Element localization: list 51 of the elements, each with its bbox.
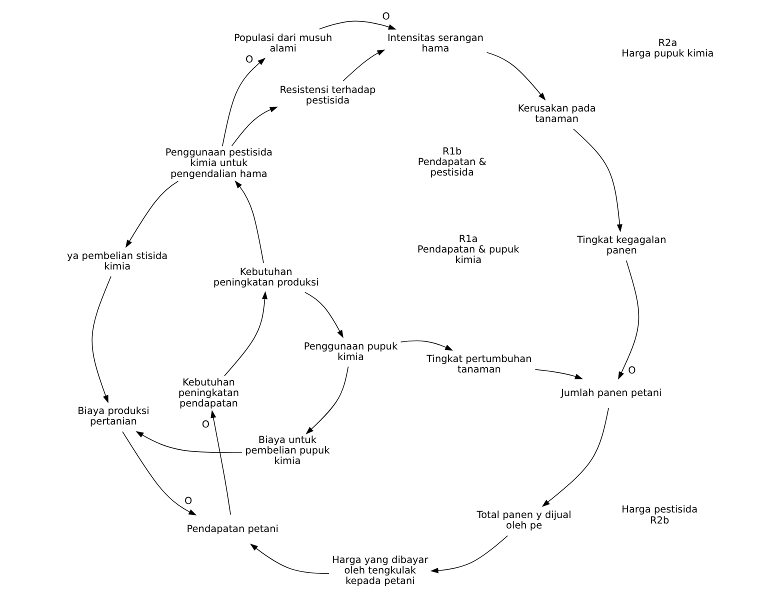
node-text: Harga yang dibayar oleh tengkulak kepada petani xyxy=(332,554,428,588)
node-text: Biaya untuk pembelian pupuk kimia xyxy=(244,435,330,468)
arrow xyxy=(305,366,348,434)
node-text: Kebutuhan peningkatan produksi xyxy=(212,266,318,288)
node-text: Biaya produksi pertanian xyxy=(77,406,149,428)
arrow xyxy=(572,128,622,232)
edge-label: O xyxy=(201,420,210,431)
node-text: Jumlah panen petani xyxy=(560,388,662,399)
arrow xyxy=(342,50,385,82)
label: R1a xyxy=(458,234,478,245)
arrow xyxy=(91,276,111,404)
node-text: Intensitas serangan hama xyxy=(386,32,484,54)
node-text: Penggunaan pestisida kimia untuk pengendalian hama xyxy=(164,148,272,180)
node-text: Resistensi terhadap pestisida xyxy=(279,84,376,106)
node-text: Pendapatan petani xyxy=(186,524,278,536)
label: Harga pupuk kimia xyxy=(621,48,714,60)
arrow xyxy=(224,291,268,376)
node-text: Penggunaan pupuk kimia xyxy=(303,341,398,363)
arrow xyxy=(122,431,196,516)
arrow xyxy=(222,58,266,147)
node-text: Total panen y dijual oleh pe xyxy=(476,510,571,532)
node-text: Tingkat kegagalan panen xyxy=(576,235,666,257)
arrow xyxy=(541,408,608,507)
label: R2b xyxy=(650,515,669,526)
edge-label: O xyxy=(245,54,253,66)
node-text: ya pembelian stisida kimia xyxy=(66,250,168,272)
arrow xyxy=(250,544,329,574)
edge-label: O xyxy=(628,366,636,377)
label: Pendapatan & pestisida xyxy=(417,156,486,179)
arrow xyxy=(430,535,508,574)
arrow xyxy=(230,106,278,146)
arrow xyxy=(135,431,242,453)
node-text: Kebutuhan peningkatan pendapatan xyxy=(178,377,239,410)
node-text: Populasi dari musuh alami xyxy=(234,32,332,54)
arrow xyxy=(210,410,230,516)
label: Harga pestisida xyxy=(621,504,698,516)
arrow xyxy=(304,292,343,338)
edge-label: O xyxy=(184,496,192,507)
arrow xyxy=(486,52,546,101)
label: R2a xyxy=(658,38,677,49)
arrow xyxy=(234,180,264,264)
edge-label: O xyxy=(382,11,390,22)
arrow xyxy=(124,180,178,248)
arrow xyxy=(534,369,582,380)
arrow xyxy=(618,260,639,380)
arrow xyxy=(400,340,453,351)
node-text: Kerusakan pada tanaman xyxy=(517,104,596,126)
arrow xyxy=(318,20,396,30)
label: R1b xyxy=(442,146,462,158)
node-text: Tingkat pertumbuhan tanaman xyxy=(426,354,532,376)
label: Pendapatan & pupuk kimia xyxy=(416,244,519,266)
